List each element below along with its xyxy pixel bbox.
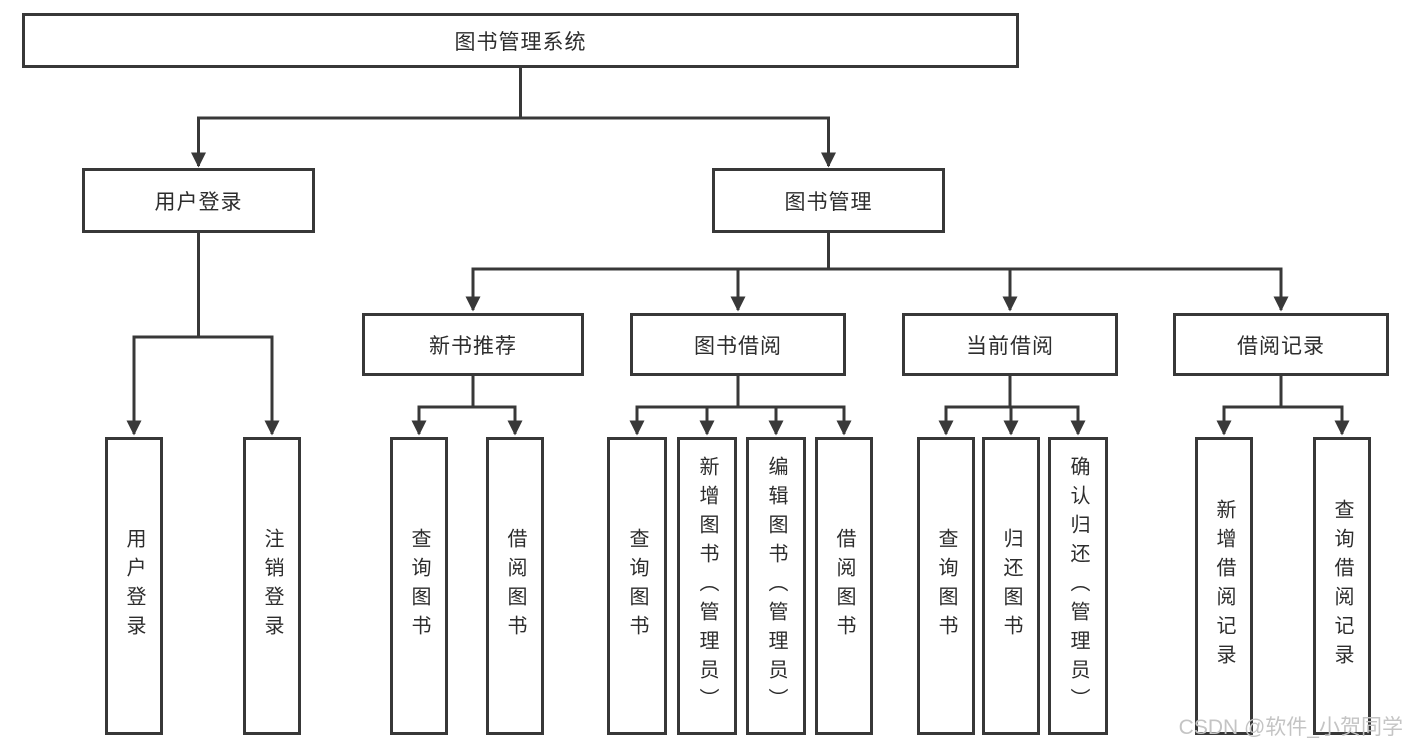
node-root-library-system: 图书管理系统 [22,13,1019,68]
csdn-watermark: CSDN @软件_小贺同学 [1178,716,1403,739]
leaf-query-borrow-record: 查询借阅记录 [1313,437,1371,735]
node-label: 借阅图书 [833,528,855,644]
node-label: 归还图书 [1000,528,1022,644]
leaf-query-books-current: 查询图书 [917,437,975,735]
node-label: 图书管理 [784,190,873,214]
leaf-borrow-books-recommend: 借阅图书 [486,437,544,735]
leaf-add-borrow-record: 新增借阅记录 [1195,437,1253,735]
leaf-confirm-return-admin: 确认归还（管理员） [1048,437,1108,735]
node-label: 图书管理系统 [454,30,587,54]
node-label: 用户登录 [154,190,243,214]
node-borrowing-records: 借阅记录 [1173,313,1389,376]
leaf-logout: 注销登录 [243,437,301,735]
leaf-borrow-books-borrowing: 借阅图书 [815,437,873,735]
node-label: 查询图书 [408,528,430,644]
leaf-query-books-borrowing: 查询图书 [607,437,667,735]
node-label: 新增图书（管理员） [696,455,718,717]
node-current-borrowing: 当前借阅 [902,313,1118,376]
leaf-edit-books-admin: 编辑图书（管理员） [746,437,806,735]
node-new-book-recommend: 新书推荐 [362,313,584,376]
node-book-borrowing: 图书借阅 [630,313,846,376]
node-label: 借阅记录 [1237,334,1325,358]
node-label: 借阅图书 [504,528,526,644]
node-label: 查询借阅记录 [1331,499,1353,673]
node-label: 新增借阅记录 [1213,499,1235,673]
node-label: 注销登录 [261,528,283,644]
leaf-query-books-recommend: 查询图书 [390,437,448,735]
node-label: 用户登录 [123,528,145,644]
node-label: 确认归还（管理员） [1067,455,1089,717]
node-label: 图书借阅 [694,334,782,358]
node-label: 查询图书 [626,528,648,644]
node-user-login: 用户登录 [82,168,315,233]
node-label: 编辑图书（管理员） [765,455,787,717]
node-label: 新书推荐 [429,334,517,358]
node-label: 查询图书 [935,528,957,644]
leaf-return-books: 归还图书 [982,437,1040,735]
node-book-management: 图书管理 [712,168,945,233]
node-label: 当前借阅 [966,334,1054,358]
leaf-add-books-admin: 新增图书（管理员） [677,437,737,735]
leaf-user-login: 用户登录 [105,437,163,735]
